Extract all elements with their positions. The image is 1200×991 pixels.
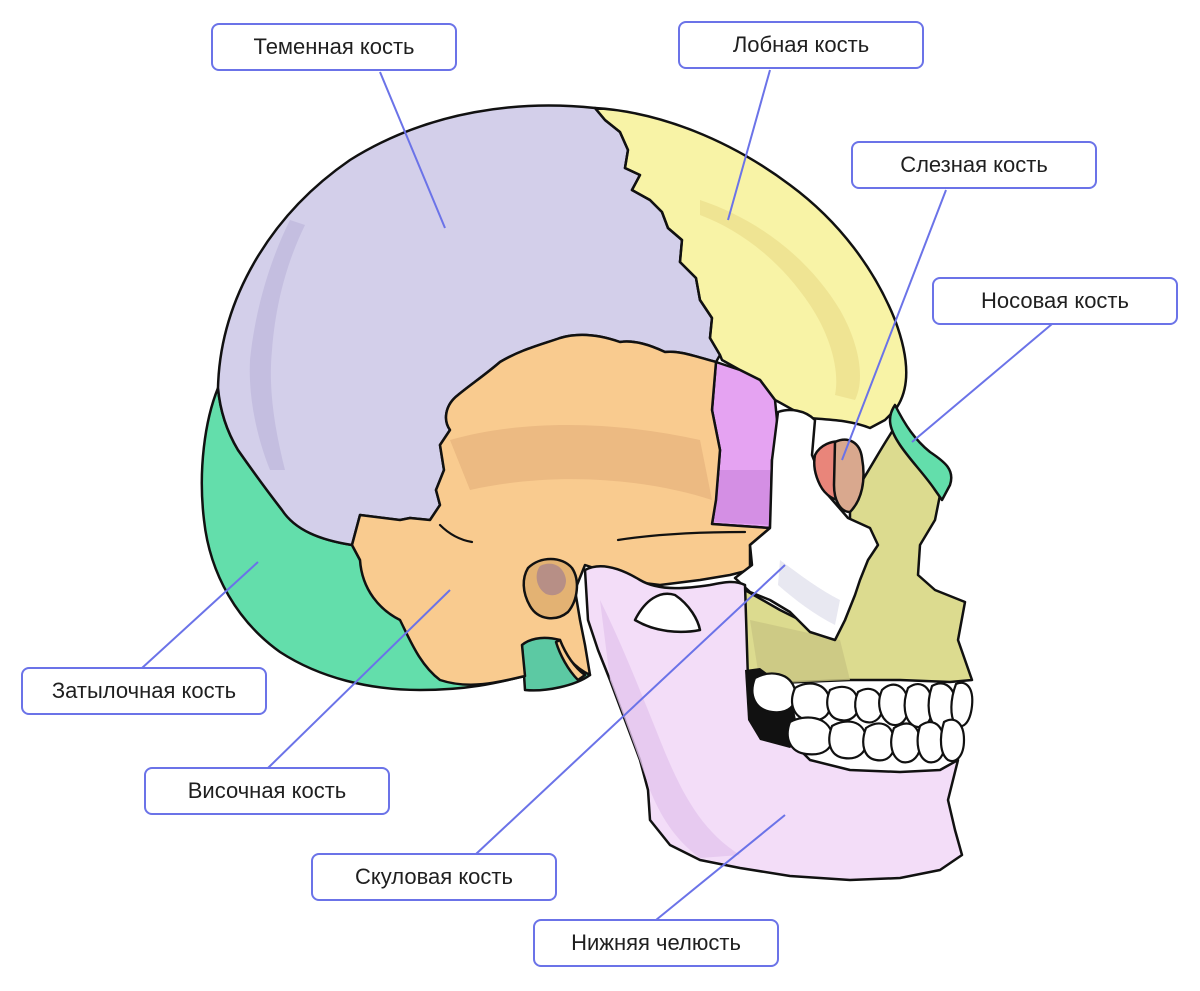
- upper-molar-2: [791, 682, 832, 722]
- callout-occipital-label: Затылочная кость: [52, 678, 236, 703]
- lower-incisor-2: [939, 718, 966, 763]
- callout-temporal-box: [144, 767, 390, 815]
- leader-parietal: [379, 71, 446, 229]
- lower-molar-1: [786, 716, 834, 756]
- leader-nasal: [911, 323, 1053, 443]
- callout-zygomatic-label: Скуловая кость: [355, 864, 513, 889]
- callout-occipital-box: [21, 667, 267, 715]
- temporal-shading: [450, 425, 712, 500]
- leader-temporal: [267, 589, 451, 769]
- leader-frontal: [727, 69, 771, 221]
- lower-molar-2: [828, 720, 868, 760]
- mandibular-notch: [633, 592, 702, 634]
- ear-canal-shading: [536, 563, 566, 596]
- upper-molar-1: [751, 672, 797, 714]
- callout-zygomatic-box: [311, 853, 557, 901]
- zygomatic-bone: [733, 408, 880, 642]
- lower-premolar-2: [890, 722, 922, 764]
- callout-mandible-label: Нижняя челюсть: [571, 930, 741, 955]
- callout-mandible: Нижняя челюсть: [533, 919, 779, 967]
- callout-frontal-label: Лобная кость: [733, 32, 869, 57]
- frontal-shading: [700, 200, 860, 400]
- sphenoid-shading: [714, 470, 770, 525]
- callout-frontal-box: [678, 21, 924, 69]
- leader-lacrimal: [841, 189, 947, 461]
- callout-nasal-box: [932, 277, 1178, 325]
- callout-parietal-label: Теменная кость: [253, 34, 414, 59]
- upper-canine: [878, 683, 910, 727]
- upper-premolar-2: [854, 687, 884, 724]
- upper-incisor-3: [950, 681, 974, 728]
- callout-lacrimal: Слезная кость: [851, 141, 1097, 189]
- upper-premolar-1: [826, 685, 860, 722]
- leader-lines: [141, 69, 1053, 921]
- lower-incisor-1: [916, 721, 946, 764]
- coronal-suture: [593, 106, 722, 357]
- temporal-bone: [350, 333, 772, 686]
- ethmoid-orbital-plate: [832, 438, 865, 514]
- mandible-shading: [600, 600, 740, 858]
- squamosal-suture: [438, 523, 747, 544]
- callout-temporal: Височная кость: [144, 767, 390, 815]
- maxilla-shading: [750, 620, 850, 684]
- leader-mandible: [655, 814, 786, 921]
- styloid-process: [554, 638, 587, 682]
- callout-mandible-box: [533, 919, 779, 967]
- leader-occipital: [141, 561, 259, 669]
- callout-nasal-label: Носовая кость: [981, 288, 1129, 313]
- parietal-shading: [249, 220, 305, 470]
- teeth: [745, 668, 974, 764]
- nasal-bone: [888, 403, 953, 502]
- zygomatic-shading: [778, 560, 840, 625]
- callout-lacrimal-box: [851, 141, 1097, 189]
- leader-zygomatic: [475, 564, 786, 855]
- callout-nasal: Носовая кость: [932, 277, 1178, 325]
- callout-zygomatic: Скуловая кость: [311, 853, 557, 901]
- callout-parietal: Теменная кость: [211, 23, 457, 71]
- callout-temporal-label: Височная кость: [188, 778, 346, 803]
- callout-frontal: Лобная кость: [678, 21, 924, 69]
- lower-premolar-1: [862, 722, 896, 762]
- callout-parietal-box: [211, 23, 457, 71]
- callout-occipital: Затылочная кость: [21, 667, 267, 715]
- callout-lacrimal-label: Слезная кость: [900, 152, 1048, 177]
